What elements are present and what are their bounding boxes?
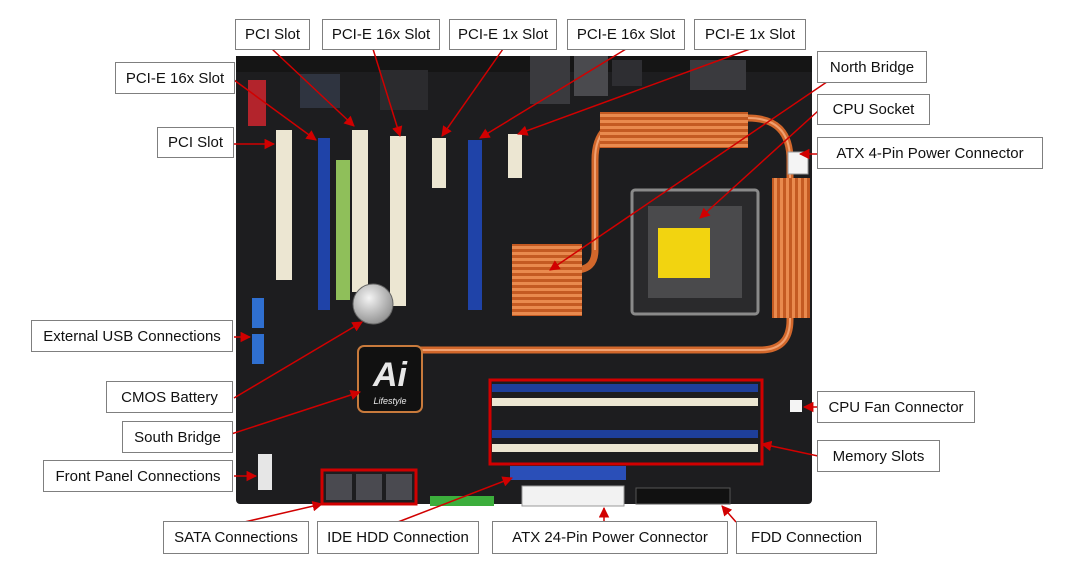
label-pci-slot-top: PCI Slot xyxy=(235,19,310,50)
pcie16-slot-2 xyxy=(468,140,482,310)
chip xyxy=(380,70,428,110)
rear-io-port xyxy=(690,60,746,90)
memory-slot-3 xyxy=(492,430,758,438)
side-vrm-heatsink xyxy=(772,178,810,318)
ide-connector xyxy=(510,466,626,480)
usb-header-2 xyxy=(252,334,264,364)
pcie-slot-green xyxy=(336,160,350,300)
label-fdd: FDD Connection xyxy=(736,521,877,554)
cmos-battery-shape xyxy=(353,284,393,324)
rear-io-port xyxy=(574,56,608,96)
label-pcie1-slot-top-1: PCI-E 1x Slot xyxy=(449,19,557,50)
label-atx24-power: ATX 24-Pin Power Connector xyxy=(492,521,728,554)
label-pcie16-slot-left: PCI-E 16x Slot xyxy=(115,62,235,94)
pointer-fdd xyxy=(722,506,736,522)
atx24-connector xyxy=(522,486,624,506)
sata-port-1 xyxy=(326,474,352,500)
pcie1-slot-1 xyxy=(432,138,446,188)
pci-slot-1 xyxy=(276,130,292,280)
label-front-panel: Front Panel Connections xyxy=(43,460,233,492)
chip-logo-text: Ai xyxy=(372,356,409,394)
pci-slot-3 xyxy=(390,136,406,306)
label-cpu-fan: CPU Fan Connector xyxy=(817,391,975,423)
label-cpu-socket: CPU Socket xyxy=(817,94,930,125)
rear-io-port xyxy=(612,60,642,86)
cpu-fan-header xyxy=(790,400,802,412)
sata-port-3 xyxy=(386,474,412,500)
pci-slot-2 xyxy=(352,130,368,292)
red-header xyxy=(248,80,266,126)
atx4-connector xyxy=(788,152,808,174)
label-sata: SATA Connections xyxy=(163,521,309,554)
label-north-bridge: North Bridge xyxy=(817,51,927,83)
label-ide-hdd: IDE HDD Connection xyxy=(317,521,479,554)
pcie16-slot-1 xyxy=(318,138,330,310)
memory-slot-1 xyxy=(492,384,758,392)
audio-chip xyxy=(300,74,340,108)
label-pcie1-slot-top-2: PCI-E 1x Slot xyxy=(694,19,806,50)
fdd-connector xyxy=(636,488,730,504)
label-pci-slot-left: PCI Slot xyxy=(157,127,234,158)
usb-header-1 xyxy=(252,298,264,328)
rear-io-port xyxy=(530,56,570,104)
cpu-socket-warning-sticker xyxy=(658,228,710,278)
sata-port-2 xyxy=(356,474,382,500)
label-external-usb: External USB Connections xyxy=(31,320,233,352)
label-pcie16-slot-top-2: PCI-E 16x Slot xyxy=(567,19,685,50)
label-memory-slots: Memory Slots xyxy=(817,440,940,472)
label-atx4-power: ATX 4-Pin Power Connector xyxy=(817,137,1043,169)
chip-logo-caption: Lifestyle xyxy=(373,396,406,406)
label-cmos-battery: CMOS Battery xyxy=(106,381,233,413)
memory-slot-4 xyxy=(492,444,758,452)
memory-slot-2 xyxy=(492,398,758,406)
pcie1-slot-2 xyxy=(508,134,522,178)
label-south-bridge: South Bridge xyxy=(122,421,233,453)
front-panel-header xyxy=(258,454,272,490)
label-pcie16-slot-top-1: PCI-E 16x Slot xyxy=(322,19,440,50)
top-vrm-heatsink xyxy=(600,112,748,148)
